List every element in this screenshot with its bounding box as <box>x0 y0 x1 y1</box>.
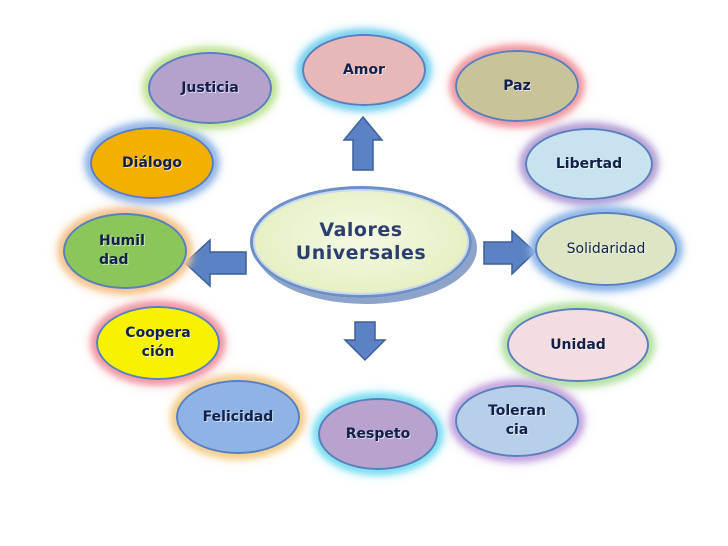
value-libertad-label: Libertad <box>555 155 623 172</box>
value-solidaridad-label: Solidaridad <box>566 240 646 257</box>
value-dialogo: Diálogo <box>90 127 214 199</box>
arrow-up <box>342 115 384 171</box>
value-amor-label: Amor <box>343 61 385 78</box>
value-solidaridad: Solidaridad <box>535 212 677 286</box>
value-unidad-label: Unidad <box>550 336 606 353</box>
value-tolerancia: Toleran cia <box>455 385 579 457</box>
arrow-left <box>183 238 247 288</box>
value-cooperacion: Coopera ción <box>96 306 220 380</box>
value-cooperacion-label: Coopera ción <box>125 325 191 360</box>
value-felicidad-label: Felicidad <box>202 408 274 425</box>
value-respeto: Respeto <box>318 398 438 470</box>
value-paz: Paz <box>455 50 579 122</box>
value-unidad: Unidad <box>507 308 649 382</box>
value-humildad-label: Humil dad <box>99 233 145 268</box>
central-node: Valores Universales <box>250 186 472 298</box>
value-justicia-label: Justicia <box>181 79 239 96</box>
value-respeto-label: Respeto <box>345 425 411 442</box>
arrow-down <box>343 321 387 362</box>
value-felicidad: Felicidad <box>176 380 300 454</box>
value-dialogo-label: Diálogo <box>122 154 182 171</box>
value-tolerancia-label: Toleran cia <box>488 403 546 438</box>
value-libertad: Libertad <box>525 128 653 200</box>
central-node-label: Valores Universales <box>295 219 427 264</box>
value-humildad: Humil dad <box>63 213 187 289</box>
value-justicia: Justicia <box>148 52 272 124</box>
value-amor: Amor <box>302 34 426 106</box>
value-paz-label: Paz <box>503 77 531 94</box>
arrow-right <box>483 229 537 276</box>
